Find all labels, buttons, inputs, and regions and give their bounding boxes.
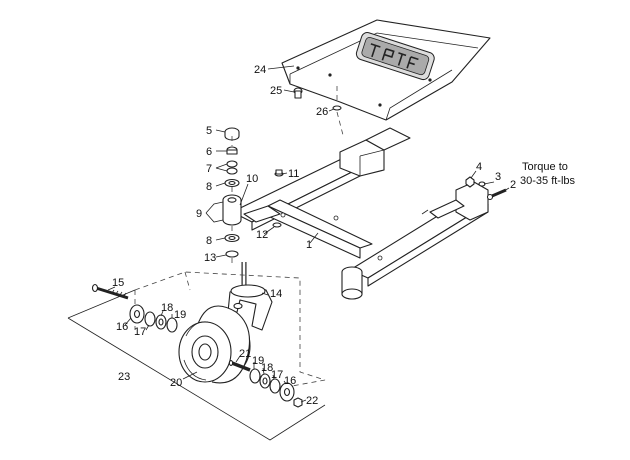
callout-8-lower: 8 xyxy=(206,235,212,247)
callout-21: 21 xyxy=(239,348,251,360)
upper-bearing xyxy=(224,178,240,188)
callout-11: 11 xyxy=(288,168,299,180)
callout-23: 23 xyxy=(118,371,130,383)
spacer-washer xyxy=(226,160,238,175)
right-seal xyxy=(269,378,281,394)
callout-18-left: 18 xyxy=(161,302,173,314)
left-bearing xyxy=(155,314,167,330)
torque-note-line2: 30-35 ft-lbs xyxy=(520,175,576,187)
callout-17-left: 17 xyxy=(134,326,146,338)
callout-22: 22 xyxy=(306,395,318,407)
mount-nut xyxy=(465,176,475,188)
callout-26: 26 xyxy=(316,106,328,118)
callout-24: 24 xyxy=(254,64,266,76)
callout-10: 10 xyxy=(246,173,258,185)
torque-note-line1: Torque to xyxy=(522,161,568,173)
callout-16-right: 16 xyxy=(284,375,296,387)
callout-18-right: 18 xyxy=(261,362,273,374)
left-seal xyxy=(144,311,156,327)
callout-17-right: 17 xyxy=(271,369,283,381)
callout-16-left: 16 xyxy=(116,321,128,333)
spindle-washer xyxy=(225,250,239,258)
callout-7: 7 xyxy=(206,163,212,175)
cover-logo-emblem xyxy=(355,32,435,81)
grease-fitting xyxy=(274,169,284,177)
leader-lines xyxy=(107,65,510,403)
left-spacer xyxy=(129,304,145,324)
callout-3: 3 xyxy=(495,171,501,183)
cover-washer xyxy=(332,86,344,136)
callout-12: 12 xyxy=(256,229,268,241)
right-bearing-cup xyxy=(249,368,261,384)
callout-15: 15 xyxy=(112,277,124,289)
callout-9: 9 xyxy=(196,208,202,220)
callout-2: 2 xyxy=(510,179,516,191)
callout-6: 6 xyxy=(206,146,212,158)
wheel-tire xyxy=(178,305,251,384)
fitting-cap xyxy=(272,222,282,228)
axle-bolt xyxy=(91,283,129,300)
main-frame xyxy=(231,127,489,300)
callout-5: 5 xyxy=(206,125,212,137)
callout-19-right: 19 xyxy=(252,355,264,367)
axle-nut xyxy=(293,397,303,408)
lower-bearing xyxy=(224,233,240,243)
right-bearing xyxy=(259,373,271,389)
torque-note: Torque to 30-35 ft-lbs xyxy=(520,161,576,187)
callout-25: 25 xyxy=(270,85,282,97)
callout-labels: 1 2 3 4 5 6 7 8 9 10 11 8 12 13 14 15 16… xyxy=(112,64,516,407)
right-spacer xyxy=(279,382,295,402)
assembly-bracket xyxy=(67,289,326,441)
callout-20: 20 xyxy=(170,377,182,389)
axle-sleeve xyxy=(228,360,251,372)
caster-housing xyxy=(222,194,242,226)
callout-19-left: 19 xyxy=(174,309,186,321)
top-cover-plate xyxy=(281,19,491,121)
callout-13: 13 xyxy=(204,252,216,264)
cover-bolt xyxy=(293,87,303,99)
callout-4: 4 xyxy=(476,161,482,173)
callout-14: 14 xyxy=(270,288,282,300)
spindle-nut xyxy=(226,146,238,155)
callout-1: 1 xyxy=(306,239,312,251)
mount-bolt xyxy=(486,188,507,201)
callout-8-upper: 8 xyxy=(206,181,212,193)
